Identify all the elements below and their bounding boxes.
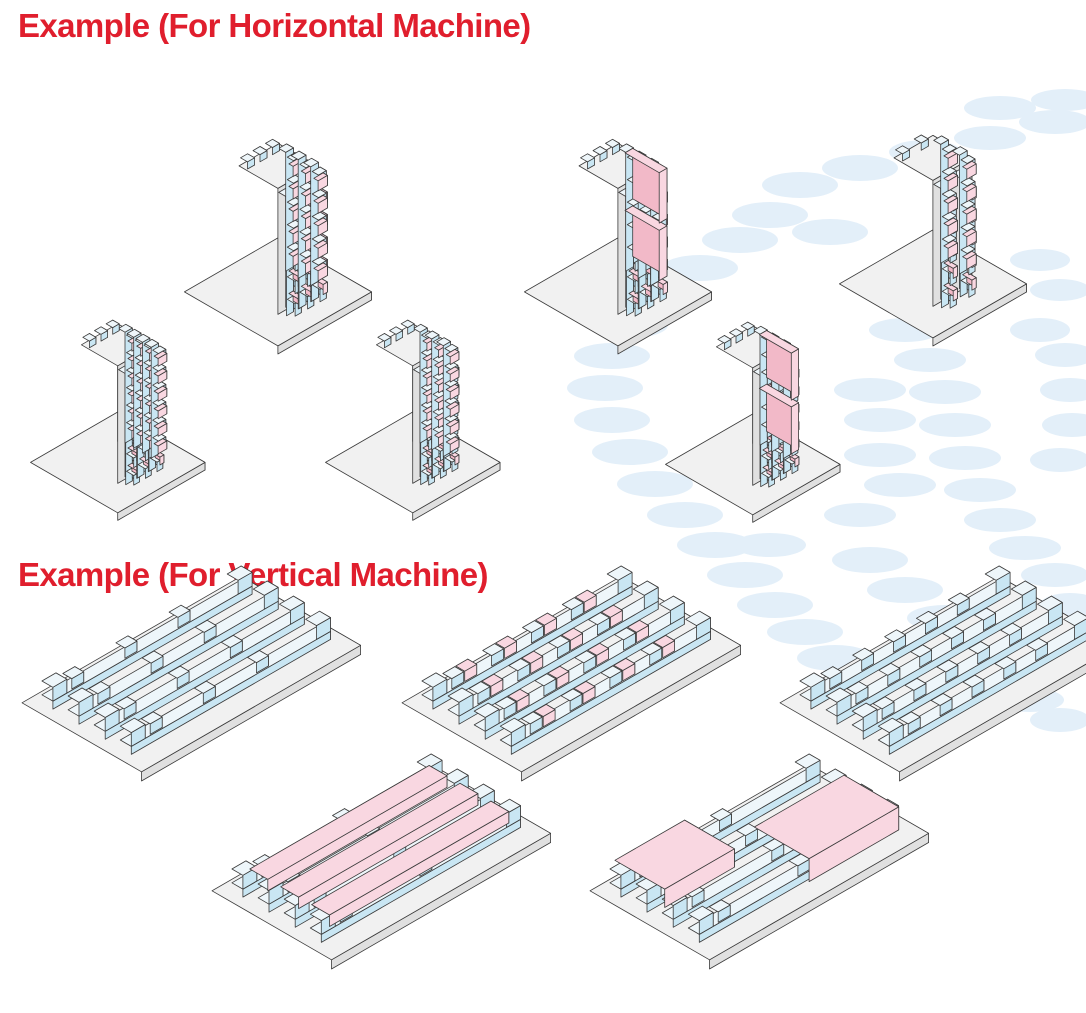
background-dot — [944, 478, 1016, 502]
background-dot — [737, 592, 813, 618]
background-dot — [767, 619, 843, 645]
background-dot — [762, 172, 838, 198]
background-dot — [864, 473, 936, 497]
background-dot — [592, 439, 668, 465]
background-dot — [617, 471, 693, 497]
background-dot — [929, 446, 1001, 470]
background-dot — [574, 407, 650, 433]
background-dot — [954, 126, 1026, 150]
background-dot — [1030, 279, 1086, 301]
background-dot — [909, 380, 981, 404]
background-dot — [867, 577, 943, 603]
background-dot — [1010, 249, 1070, 271]
fixture-plate-3 — [779, 565, 1086, 782]
section-title-horizontal: Example (For Horizontal Machine) — [18, 7, 531, 44]
background-dot — [1019, 110, 1086, 134]
background-dot — [894, 348, 966, 372]
background-dot — [964, 96, 1036, 120]
background-dot — [677, 532, 753, 558]
background-dot — [574, 343, 650, 369]
background-dot — [1030, 448, 1086, 472]
tombstone-3 — [325, 319, 501, 521]
background-dot — [732, 202, 808, 228]
background-dot — [832, 547, 908, 573]
background-dot — [1040, 378, 1086, 402]
background-dot — [1035, 343, 1086, 367]
fixture-plate-2 — [401, 565, 741, 782]
fixture-plate-1 — [21, 565, 362, 782]
fixture-plate-4 — [211, 753, 551, 970]
background-dot — [964, 508, 1036, 532]
background-dot — [707, 562, 783, 588]
background-dot — [734, 533, 806, 557]
tombstone-2 — [30, 319, 206, 521]
tombstone-1 — [183, 138, 372, 355]
background-dot — [647, 502, 723, 528]
background-dot — [844, 443, 916, 467]
background-dot — [834, 378, 906, 402]
background-dot — [844, 408, 916, 432]
background-dot — [822, 155, 898, 181]
fixture-plate-5 — [589, 753, 929, 970]
background-dot — [792, 219, 868, 245]
background-dot — [1021, 563, 1086, 587]
background-dot — [989, 536, 1061, 560]
background-dot — [1010, 318, 1070, 342]
tombstone-6 — [665, 321, 841, 523]
background-dot — [824, 503, 896, 527]
background-dot — [1031, 89, 1086, 111]
background-dot — [702, 227, 778, 253]
background-dot — [1030, 708, 1086, 732]
background-dot — [919, 413, 991, 437]
tombstone-4 — [524, 138, 712, 355]
tombstone-5 — [839, 134, 1027, 347]
background-dot — [567, 375, 643, 401]
background-dot — [1042, 413, 1086, 437]
